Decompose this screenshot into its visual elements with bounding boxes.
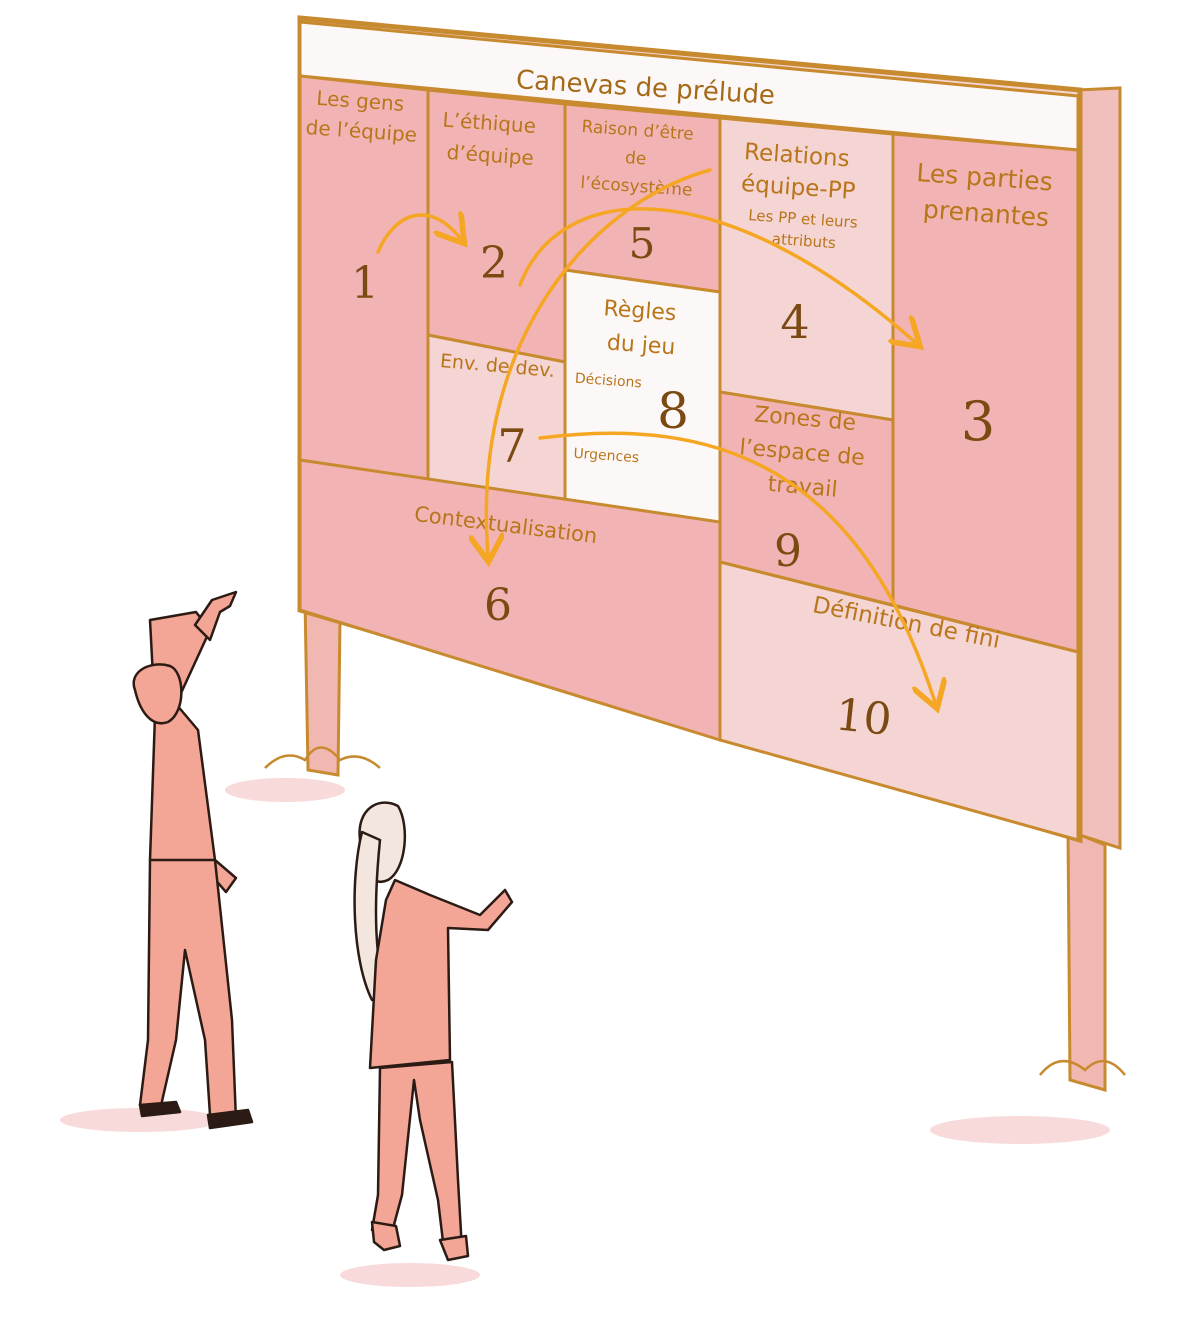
zone-1-number: 1 <box>351 258 379 309</box>
zone-8: Règles du jeu Décisions Urgences 8 <box>573 296 689 466</box>
man-torso <box>148 610 238 894</box>
woman-right-boot <box>438 1234 470 1262</box>
zone-8-sub-urgences: Urgences <box>573 446 640 467</box>
man-shadow <box>60 1108 220 1132</box>
zone-9: Zones de l’espace de travail 9 <box>735 401 875 577</box>
arrow-1-to-2 <box>376 215 460 254</box>
zone-4-number: 4 <box>780 295 809 349</box>
zone-2-number: 2 <box>480 238 508 289</box>
arrow-2-to-3 <box>518 207 915 342</box>
board-cells <box>298 74 1080 842</box>
arrow-7-to-10 <box>538 431 935 702</box>
man-raised-arm <box>193 590 238 642</box>
woman-left-boot <box>370 1220 402 1252</box>
right-post-shadow <box>930 1116 1110 1144</box>
woman-dress <box>368 878 514 1070</box>
right-grass <box>1039 1060 1126 1076</box>
man-legs <box>138 858 238 1122</box>
right-frame-side <box>1076 86 1122 851</box>
woman-figure <box>353 801 514 1262</box>
left-post-shadow <box>225 778 345 802</box>
woman-legs <box>370 1060 464 1252</box>
zone-5-number: 5 <box>629 219 656 268</box>
zone-6-number: 6 <box>484 580 512 631</box>
zone-3-number: 3 <box>961 390 995 453</box>
zone-9-label: Zones de l’espace de travail <box>735 401 875 505</box>
zone-7-number: 7 <box>497 419 526 473</box>
arrow-5-to-6 <box>486 168 712 555</box>
man-head <box>132 663 183 725</box>
zone-8-label: Règles du jeu <box>600 296 684 360</box>
board-posts <box>264 86 1126 1092</box>
woman-shadow <box>340 1263 480 1287</box>
man-right-shoe <box>206 1108 254 1130</box>
man-figure <box>132 590 254 1130</box>
zone-8-sub-decisions: Décisions <box>574 371 642 392</box>
left-grass <box>264 746 381 769</box>
man-left-shoe <box>138 1100 182 1118</box>
right-post <box>1066 827 1107 1092</box>
zone-9-number: 9 <box>774 526 802 577</box>
flow-arrows <box>376 168 935 702</box>
ground-shadows <box>60 778 1110 1287</box>
cell-10 <box>718 560 1080 842</box>
zone-10-number: 10 <box>833 689 894 746</box>
zone-8-number: 8 <box>657 382 689 440</box>
